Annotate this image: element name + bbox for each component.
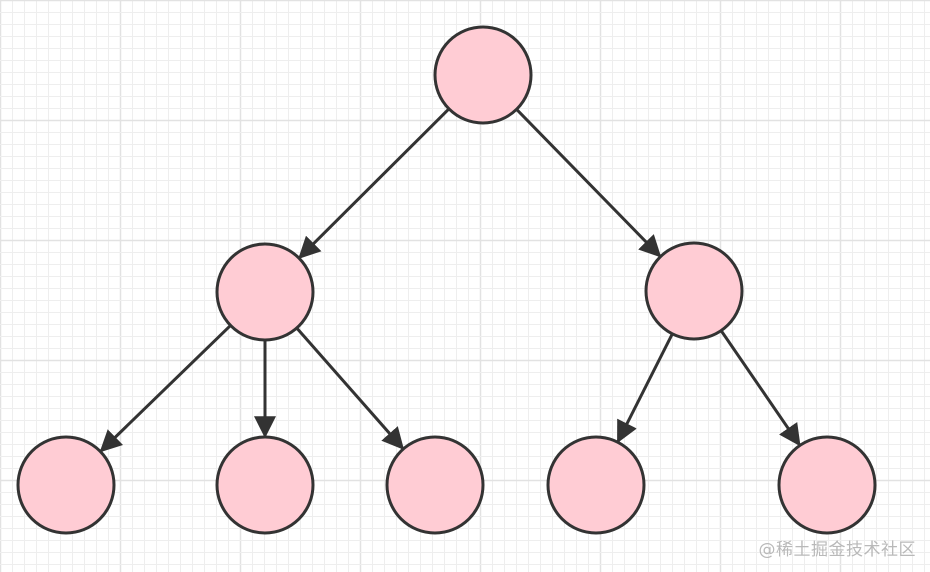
- edge-arrow-right-child-to-right-child-1: [616, 333, 674, 444]
- node-left-child: [215, 242, 315, 342]
- edge-arrow-left-child-to-left-child-3: [295, 327, 405, 450]
- edge-arrow-root-to-left-child: [298, 107, 451, 259]
- node-left-child-3: [385, 435, 485, 535]
- watermark-text: @稀土掘金技术社区: [758, 540, 916, 560]
- node-root: [433, 25, 533, 125]
- edge-arrow-left-child-to-left-child-1: [99, 324, 232, 453]
- node-right-child-2: [777, 435, 877, 535]
- node-left-child-1: [16, 435, 116, 535]
- node-right-child: [644, 241, 744, 341]
- edge-arrow-right-child-to-right-child-2: [719, 329, 801, 447]
- edge-arrow-root-to-right-child: [515, 108, 662, 258]
- node-left-child-2: [215, 435, 315, 535]
- node-right-child-1: [546, 435, 646, 535]
